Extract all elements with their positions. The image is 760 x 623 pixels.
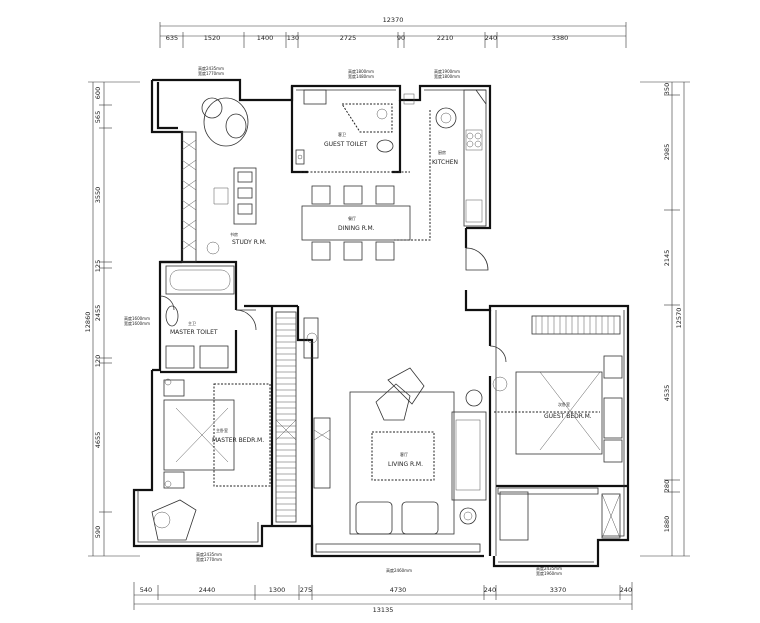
left-dim-3: 3550 bbox=[94, 187, 102, 204]
study-furniture bbox=[181, 97, 257, 263]
left-dim-7: 4655 bbox=[94, 432, 102, 449]
bottom-dim-7: 3370 bbox=[550, 586, 567, 594]
master-bedroom-label-cn: 主卧室 bbox=[216, 427, 228, 433]
note-study-height: 高度2435mm bbox=[198, 65, 224, 71]
note-kitchen-height: 高度1900mm bbox=[434, 68, 460, 74]
guest-toilet-label: GUEST TOILET bbox=[324, 141, 368, 148]
left-dim-8: 590 bbox=[94, 526, 102, 538]
top-dim-4: 130 bbox=[287, 34, 299, 42]
right-dim-6: 1880 bbox=[663, 516, 671, 533]
dining-furniture bbox=[300, 171, 411, 261]
note-living-height: 高度2460mm bbox=[386, 567, 412, 573]
guest-bedroom-label: GUEST BEDR.M. bbox=[544, 413, 592, 420]
doors bbox=[159, 247, 507, 363]
guest-bedroom-label-cn: 次卧室 bbox=[558, 401, 570, 407]
study-label-cn: 书房 bbox=[230, 231, 238, 237]
left-dim-6: 120 bbox=[94, 355, 102, 367]
bottom-total-dimension: 13135 bbox=[373, 606, 394, 614]
top-dim-6: 90 bbox=[397, 34, 405, 42]
living-label: LIVING R.M. bbox=[388, 461, 423, 468]
top-dim-9: 3380 bbox=[552, 34, 569, 42]
bottom-dim-4: 275 bbox=[300, 586, 312, 594]
guest-toilet-fixtures bbox=[295, 89, 415, 165]
note-master-bed-width: 宽度1770mm bbox=[196, 556, 222, 562]
top-dim-3: 1400 bbox=[257, 34, 274, 42]
master-toilet-label: MASTER TOILET bbox=[170, 329, 218, 336]
top-dim-8: 240 bbox=[485, 34, 497, 42]
right-dim-5: 280 bbox=[663, 480, 671, 492]
note-guest-bed-width: 宽度1960mm bbox=[536, 570, 562, 576]
right-dim-4: 4535 bbox=[663, 385, 671, 402]
note-kitchen-width: 宽度1800mm bbox=[434, 73, 460, 79]
bottom-dim-6: 240 bbox=[484, 586, 496, 594]
guest-toilet-label-cn: 客卫 bbox=[338, 131, 346, 137]
top-total-dimension: 12370 bbox=[383, 16, 404, 24]
bottom-dim-2: 2440 bbox=[199, 586, 216, 594]
guest-bedroom-furniture bbox=[492, 315, 623, 541]
bottom-dim-1: 540 bbox=[140, 586, 152, 594]
bottom-dimension-chain: 540 2440 1300 275 4730 240 3370 240 1313… bbox=[133, 582, 633, 614]
left-dim-1: 600 bbox=[94, 87, 102, 99]
top-dim-2: 1520 bbox=[204, 34, 221, 42]
master-bedroom-label: MASTER BEDR.M. bbox=[212, 437, 264, 444]
note-toilet-height: 高度1800mm bbox=[348, 68, 374, 74]
left-dimension-chain: 600 565 3550 125 2455 120 4655 590 12860 bbox=[84, 81, 140, 557]
top-dim-7: 2210 bbox=[437, 34, 454, 42]
note-master-toilet-height: 高度1600mm bbox=[124, 315, 150, 321]
top-dim-5: 2725 bbox=[340, 34, 357, 42]
dining-label-cn: 餐厅 bbox=[348, 215, 356, 221]
note-master-toilet-width: 宽度1600mm bbox=[124, 320, 150, 326]
top-dimension-chain: 12370 635 1520 1400 130 2725 90 2210 240… bbox=[159, 16, 627, 48]
left-dim-2: 565 bbox=[94, 111, 102, 123]
inner-wall-lines bbox=[137, 89, 625, 563]
left-dim-4: 125 bbox=[94, 260, 102, 272]
master-toilet-fixtures bbox=[165, 265, 257, 369]
right-total-dimension: 12570 bbox=[675, 308, 683, 329]
right-dimension-chain: 350 2985 2145 4535 280 1880 12570 bbox=[640, 81, 690, 557]
note-toilet-width: 宽度1480mm bbox=[348, 73, 374, 79]
bottom-dim-5: 4730 bbox=[390, 586, 407, 594]
top-dim-1: 635 bbox=[166, 34, 178, 42]
study-label: STUDY R.M. bbox=[232, 239, 267, 246]
note-study-width: 宽度1770mm bbox=[198, 70, 224, 76]
master-toilet-label-cn: 主卫 bbox=[188, 320, 196, 326]
living-furniture bbox=[313, 367, 487, 553]
room-labels: 书房 STUDY R.M. 客卫 GUEST TOILET 厨房 KITCHEN… bbox=[170, 131, 592, 468]
right-dim-1: 350 bbox=[663, 83, 671, 95]
note-master-bed-height: 高度2435mm bbox=[196, 551, 222, 557]
dining-label: DINING R.M. bbox=[338, 225, 375, 232]
living-label-cn: 客厅 bbox=[400, 451, 408, 457]
kitchen-label: KITCHEN bbox=[432, 159, 458, 166]
left-dim-5: 2455 bbox=[94, 305, 102, 322]
right-dim-2: 2985 bbox=[663, 144, 671, 161]
master-bedroom-furniture bbox=[151, 378, 271, 541]
right-dim-3: 2145 bbox=[663, 250, 671, 267]
kitchen-label-cn: 厨房 bbox=[438, 149, 446, 155]
left-total-dimension: 12860 bbox=[84, 312, 92, 333]
bottom-dim-8: 240 bbox=[620, 586, 632, 594]
wardrobe-column bbox=[275, 311, 319, 523]
bottom-dim-3: 1300 bbox=[269, 586, 286, 594]
window-notes: 高度2435mm 宽度1770mm 高度1800mm 宽度1480mm 高度19… bbox=[124, 65, 562, 576]
note-guest-bed-height: 高度2435mm bbox=[536, 565, 562, 571]
